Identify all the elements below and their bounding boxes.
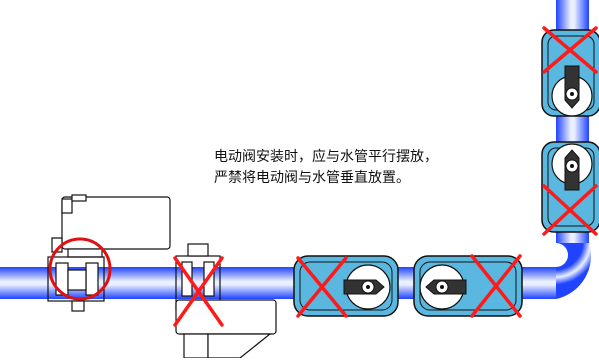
actuator-connector xyxy=(61,198,73,214)
valve-wrong-vertical-top xyxy=(541,29,599,117)
wrong-mark-x xyxy=(173,256,224,327)
valve-core xyxy=(67,269,87,291)
actuator-lower-body xyxy=(207,333,272,359)
wrong-mark-x xyxy=(470,254,522,318)
valve-flange-right xyxy=(85,262,99,296)
instruction-line-1: 电动阀安装时，应与水管平行摆放， xyxy=(214,149,438,165)
pipe-elbow xyxy=(556,243,591,299)
valve-spindle-center xyxy=(440,285,444,289)
actuator-housing xyxy=(61,196,171,250)
correct-mark-circle xyxy=(48,237,112,301)
installation-instruction: 电动阀安装时，应与水管平行摆放， 严禁将电动阀与水管垂直放置。 xyxy=(214,147,438,189)
valve-wrong-horizontal-b xyxy=(413,255,523,317)
valve-wrong-horizontal-a xyxy=(293,255,399,317)
valve-outlet-stub xyxy=(71,300,85,312)
wrong-mark-x xyxy=(542,184,598,236)
valve-correct-upright xyxy=(47,194,171,312)
valve-flange-left xyxy=(181,261,193,297)
instruction-line-2: 严禁将电动阀与水管垂直放置。 xyxy=(214,170,410,186)
valve-spindle-center xyxy=(366,285,370,289)
valve-spindle-center xyxy=(570,164,574,168)
wrong-mark-x xyxy=(296,256,348,318)
actuator-neck xyxy=(183,333,209,359)
valve-handle xyxy=(564,65,580,109)
valve-top-stub xyxy=(187,243,209,257)
wrong-mark-x xyxy=(542,26,598,74)
actuator-cable-gland xyxy=(71,194,87,202)
valve-spindle-center xyxy=(570,92,574,96)
valve-body-inner xyxy=(299,261,393,311)
actuator-neck xyxy=(67,248,103,258)
valve-wrong-vertical-bottom xyxy=(541,141,599,233)
